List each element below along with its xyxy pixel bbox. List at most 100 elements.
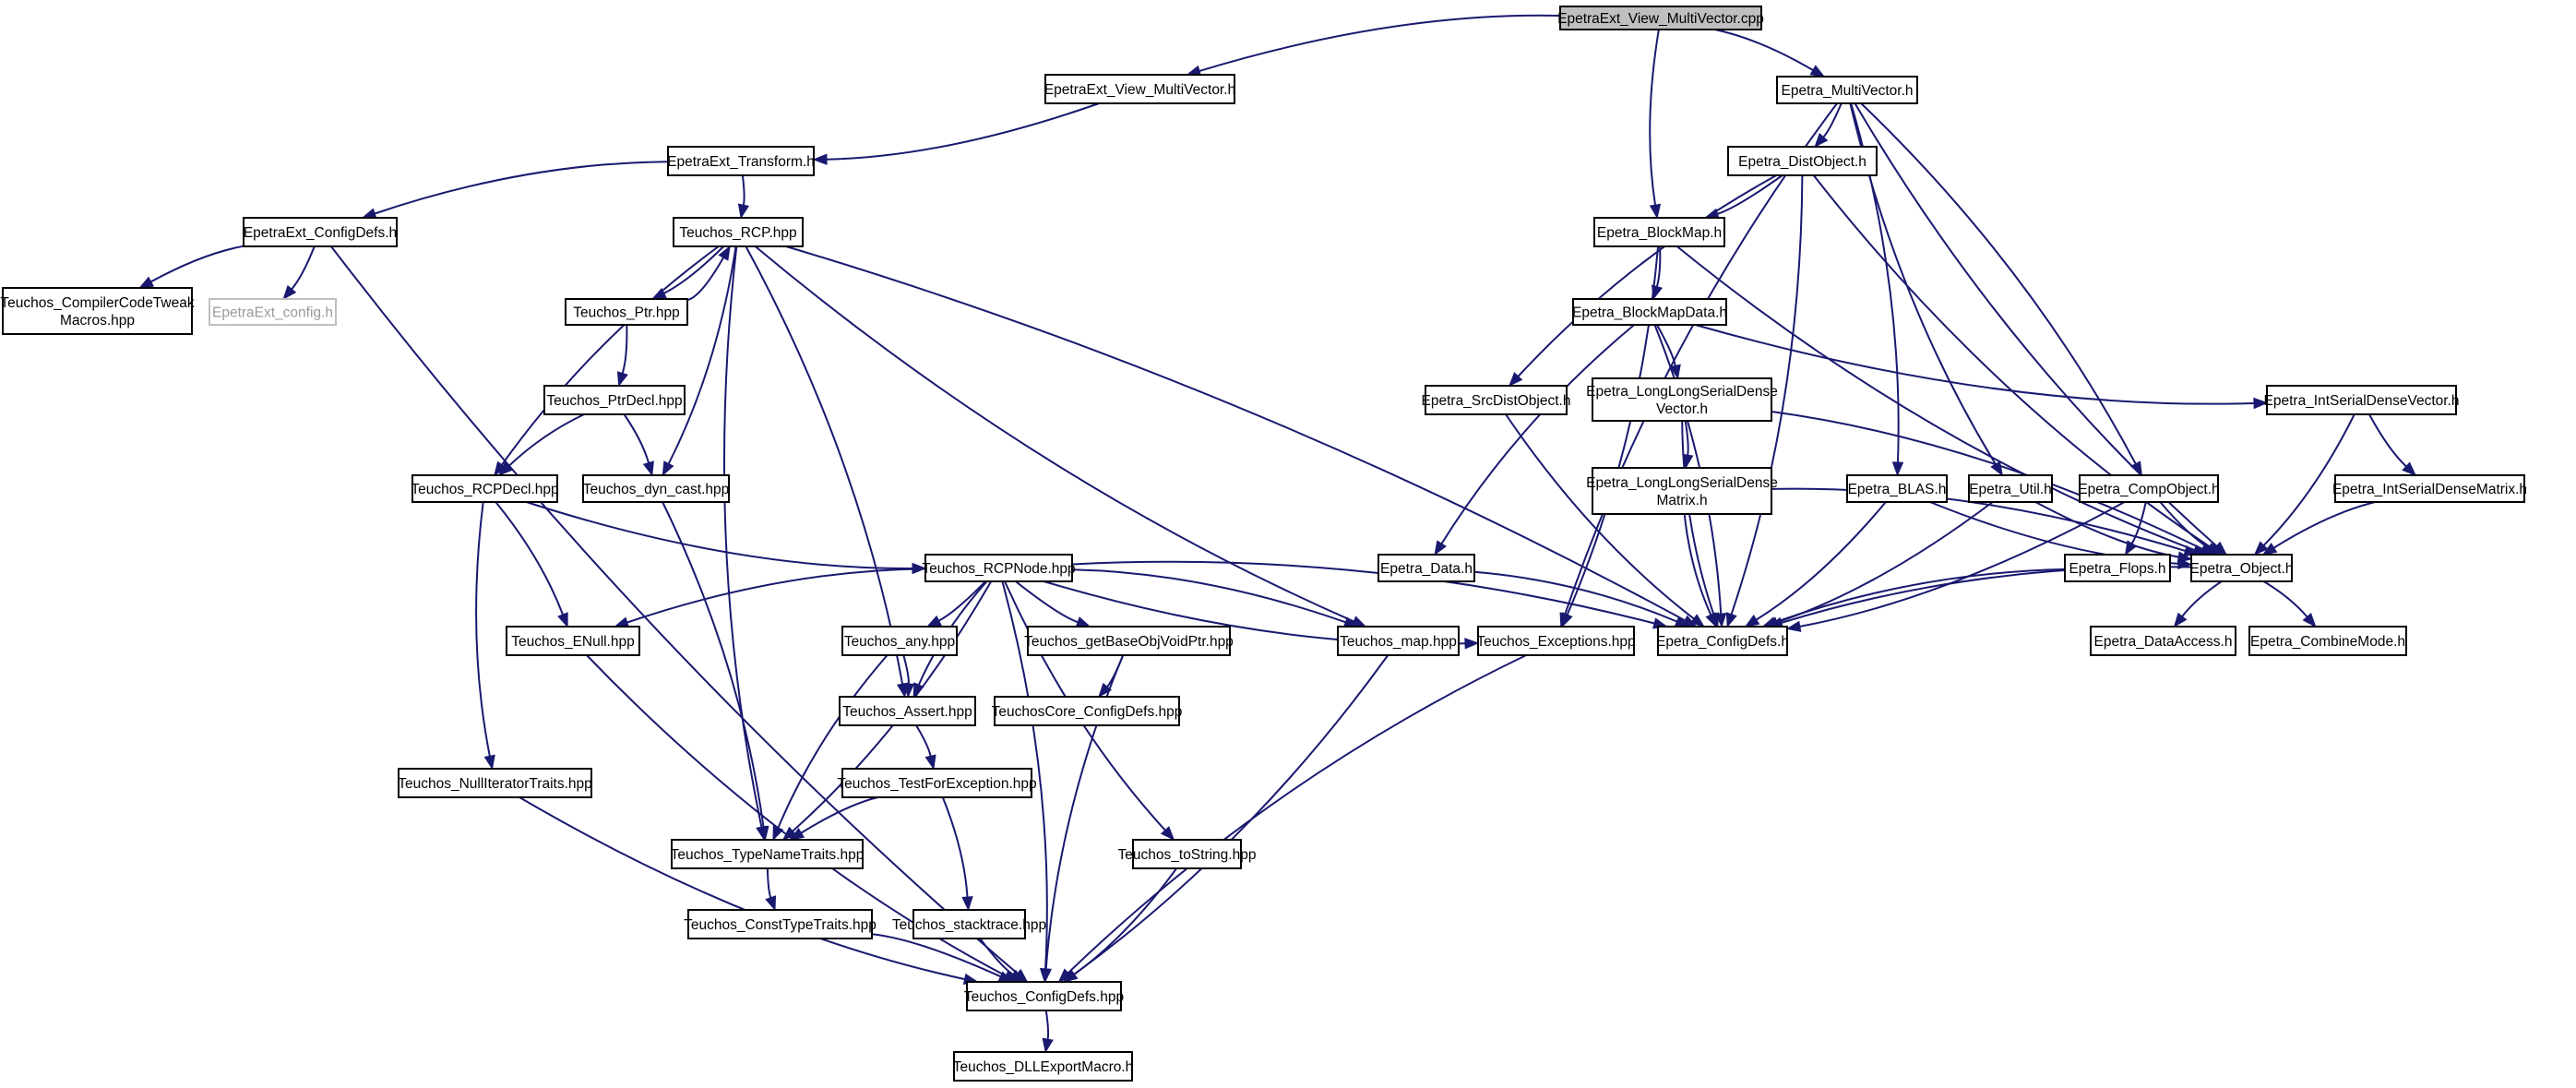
- node-eec-h[interactable]: EpetraExt_config.h: [209, 298, 337, 326]
- arrowhead-icon: [1160, 826, 1175, 842]
- edge-line: [902, 654, 910, 685]
- node-tccd[interactable]: TeuchosCore_ConfigDefs.hpp: [992, 696, 1183, 726]
- node-eblas[interactable]: Epetra_BLAS.h: [1846, 474, 1948, 503]
- edge-line: [1071, 560, 1655, 625]
- node-eobj[interactable]: Epetra_Object.h: [2189, 554, 2294, 582]
- node-eda[interactable]: Epetra_DataAccess.h: [2090, 626, 2236, 656]
- node-ecm[interactable]: Epetra_CombineMode.h: [2248, 626, 2407, 656]
- edge-edo_h-to-ecd: [1725, 174, 1804, 628]
- node-box: [2266, 385, 2457, 415]
- node-label: TeuchosCore_ConfigDefs.hpp: [992, 704, 1183, 720]
- edge-eco-to-ecd: [1785, 501, 2126, 632]
- node-tctt[interactable]: Teuchos_ConstTypeTraits.hpp: [684, 909, 877, 939]
- node-tdll[interactable]: Teuchos_DLLExportMacro.h: [953, 1051, 1134, 1082]
- node-tgbo[interactable]: Teuchos_getBaseObjVoidPtr.hpp: [1024, 626, 1234, 656]
- arrowhead-icon: [282, 284, 297, 301]
- node-label: Teuchos_RCPNode.hpp: [922, 561, 1075, 577]
- node-eet-h[interactable]: EpetraExt_Transform.h: [667, 146, 815, 176]
- arrowhead-icon: [1434, 540, 1447, 556]
- edge-eobj-to-ecm: [2262, 580, 2317, 628]
- node-edo-h[interactable]: Epetra_DistObject.h: [1727, 146, 1878, 176]
- node-eflops[interactable]: Epetra_Flops.h: [2064, 554, 2171, 582]
- arrowhead-icon: [1042, 1037, 1054, 1054]
- node-tenull[interactable]: Teuchos_ENull.hpp: [506, 626, 640, 656]
- node-box: [1593, 217, 1725, 247]
- node-box: [243, 217, 398, 247]
- node-box: [1776, 76, 1918, 104]
- node-label: Epetra_BlockMap.h: [1597, 225, 1722, 241]
- arrowhead-icon: [1508, 372, 1523, 387]
- node-root[interactable]: EpetraExt_View_MultiVector.cpp: [1557, 6, 1764, 30]
- node-box: [1846, 474, 1948, 503]
- node-box: [1572, 298, 1727, 326]
- node-tptrd[interactable]: Teuchos_PtrDecl.hpp: [543, 385, 686, 415]
- edge-ebmd_h-to-eisdv: [1695, 324, 2269, 410]
- node-label: Epetra_DistObject.h: [1738, 154, 1866, 170]
- edge-line: [1073, 867, 1178, 975]
- node-tts[interactable]: Teuchos_toString.hpp: [1118, 839, 1257, 869]
- edge-line: [1774, 568, 2066, 624]
- arrowhead-icon: [772, 825, 784, 842]
- edge-tany-to-ttnt: [772, 654, 888, 842]
- node-label: Epetra_BLAS.h: [1848, 482, 1947, 497]
- node-ttfe[interactable]: Teuchos_TestForException.hpp: [837, 768, 1037, 798]
- edge-line: [1681, 420, 1715, 616]
- node-box: [543, 385, 686, 415]
- edge-line: [871, 933, 1001, 978]
- node-tnit[interactable]: Teuchos_NullIteratorTraits.hpp: [398, 768, 592, 798]
- node-box: [671, 839, 864, 869]
- node-eevmv-h[interactable]: EpetraExt_View_MultiVector.h: [1044, 74, 1235, 104]
- edge-trcpn-to-tgbo: [1015, 580, 1091, 628]
- node-ebm-h[interactable]: Epetra_BlockMap.h: [1593, 217, 1725, 247]
- node-label: Teuchos_RCPDecl.hpp: [411, 482, 558, 497]
- node-box: [839, 696, 976, 726]
- node-texc[interactable]: Teuchos_Exceptions.hpp: [1476, 626, 1636, 656]
- node-trcpn[interactable]: Teuchos_RCPNode.hpp: [922, 554, 1076, 582]
- node-emv-h[interactable]: Epetra_MultiVector.h: [1776, 76, 1918, 104]
- node-ebmd-h[interactable]: Epetra_BlockMapData.h: [1572, 298, 1727, 326]
- node-tst[interactable]: Teuchos_stacktrace.hpp: [892, 909, 1046, 939]
- node-tassert[interactable]: Teuchos_Assert.hpp: [839, 696, 976, 726]
- node-ecd[interactable]: Epetra_ConfigDefs.h: [1656, 626, 1789, 656]
- edge-line: [2181, 580, 2223, 617]
- node-edata[interactable]: Epetra_Data.h: [1377, 554, 1475, 582]
- node-box: [841, 768, 1032, 798]
- node-tptr[interactable]: Teuchos_Ptr.hpp: [565, 298, 688, 326]
- edge-line: [1676, 245, 2195, 551]
- node-box: [2190, 554, 2293, 582]
- node-box: [1559, 6, 1762, 30]
- node-tany[interactable]: Teuchos_any.hpp: [841, 626, 958, 656]
- node-box: [1337, 626, 1460, 656]
- edge-line: [686, 257, 724, 302]
- node-eisdv[interactable]: Epetra_IntSerialDenseVector.h: [2264, 385, 2460, 415]
- node-label: Teuchos_any.hpp: [844, 634, 955, 650]
- node-eco[interactable]: Epetra_CompObject.h: [2078, 474, 2220, 503]
- node-box: [1592, 467, 1772, 515]
- node-box: [667, 146, 815, 176]
- arrowhead-icon: [2205, 543, 2221, 556]
- node-eisdm[interactable]: Epetra_IntSerialDenseMatrix.h: [2332, 474, 2527, 503]
- node-eutil[interactable]: Epetra_Util.h: [1968, 474, 2053, 503]
- arrowhead-icon: [497, 461, 513, 476]
- arrowhead-icon: [662, 460, 674, 477]
- edge-line: [1776, 501, 1994, 624]
- edge-ebmd_h-to-edata: [1434, 324, 1635, 556]
- node-trcp[interactable]: Teuchos_RCP.hpp: [673, 217, 804, 247]
- node-label-line: Teuchos_CompilerCodeTweak: [0, 295, 194, 311]
- node-tcd[interactable]: Teuchos_ConfigDefs.hpp: [964, 981, 1124, 1011]
- edge-line: [2130, 501, 2147, 544]
- node-tmap[interactable]: Teuchos_map.hpp: [1337, 626, 1460, 656]
- edge-line: [1655, 245, 1662, 287]
- edge-line: [1860, 102, 2137, 465]
- node-esdo-h[interactable]: Epetra_SrcDistObject.h: [1422, 385, 1571, 415]
- node-ttnt[interactable]: Teuchos_TypeNameTraits.hpp: [671, 839, 865, 869]
- node-trcpd[interactable]: Teuchos_RCPDecl.hpp: [411, 474, 559, 503]
- node-tdc[interactable]: Teuchos_dyn_cast.hpp: [582, 474, 730, 503]
- edge-eisdm-to-eobj: [2261, 501, 2376, 556]
- node-eecd-h[interactable]: EpetraExt_ConfigDefs.h: [243, 217, 398, 247]
- edge-tptr-to-tptrd: [616, 324, 628, 388]
